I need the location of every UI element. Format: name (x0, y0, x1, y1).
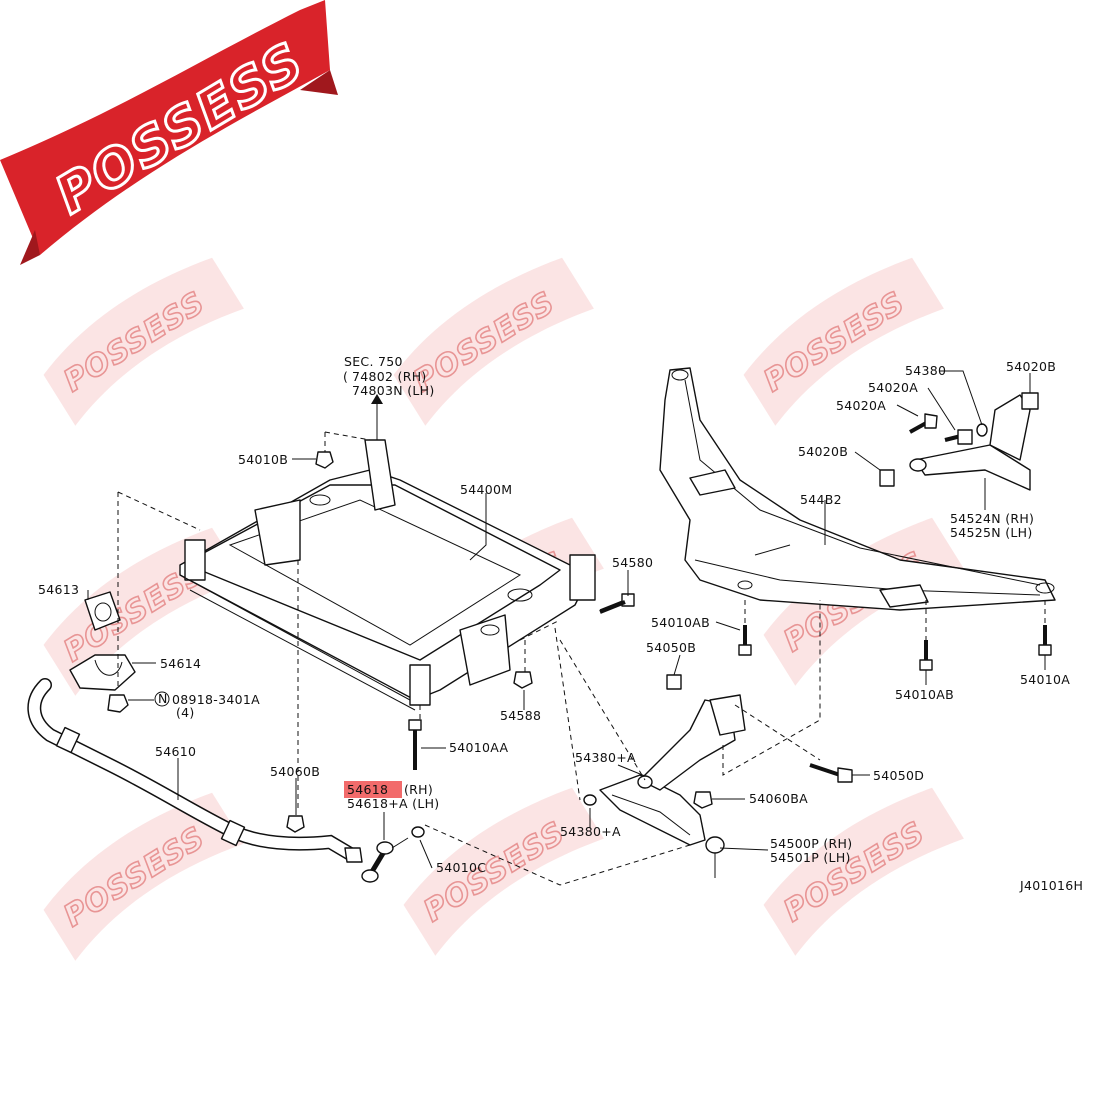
lower-control-arm-54500P (583, 774, 725, 878)
label-54380A-bottom: 54380+A (560, 824, 621, 839)
label-54010AB-top: 54010AB (651, 615, 710, 630)
bracket-glyph: ( (343, 369, 348, 384)
label-08918-qty: (4) (176, 705, 195, 720)
label-54020A-2: 54020A (836, 398, 886, 413)
label-54613: 54613 (38, 582, 79, 597)
label-54020A-1: 54020A (868, 380, 918, 395)
drawing-code: J401016H (1019, 878, 1083, 893)
stabilizer-bar-54610 (27, 678, 359, 862)
label-54610: 54610 (155, 744, 196, 759)
compression-rod-54380A (637, 694, 746, 791)
label-54614: 54614 (160, 656, 201, 671)
stabilizer-link-54618 (344, 837, 409, 883)
label-54618A: 54618+A (LH) (347, 796, 439, 811)
leader-lines (87, 370, 1046, 869)
bracket-54614 (69, 654, 136, 691)
label-54588: 54588 (500, 708, 541, 723)
label-54010C: 54010C (436, 860, 486, 875)
label-54010B: 54010B (238, 452, 288, 467)
label-54060BA: 54060BA (749, 791, 808, 806)
label-544B2: 544B2 (800, 492, 842, 507)
assembly-dashed-lines (117, 431, 1046, 886)
label-54380: 54380 (905, 363, 946, 378)
label-54524N: 54524N (RH) (950, 511, 1034, 526)
bushing-54613 (84, 591, 121, 631)
label-54400M: 54400M (460, 482, 512, 497)
crossmember-544B2 (659, 367, 1056, 611)
label-sec750-rh: 74802 (RH) (352, 369, 427, 384)
label-54020B-left: 54020B (798, 444, 848, 459)
label-54525N: 54525N (LH) (950, 525, 1033, 540)
label-54500P: 54500P (RH) (770, 836, 852, 851)
nut-08918 (107, 694, 129, 713)
label-54020B-right: 54020B (1006, 359, 1056, 374)
label-54050B: 54050B (646, 640, 696, 655)
label-54618-suffix: (RH) (404, 782, 433, 797)
label-54010AA: 54010AA (449, 740, 508, 755)
label-54010AB-bottom: 54010AB (895, 687, 954, 702)
label-54580: 54580 (612, 555, 653, 570)
part-labels: SEC. 750 74802 (RH) 74803N (LH) ( 54010B… (38, 354, 1083, 893)
brand-banner: POSSESS (0, 0, 338, 265)
label-08918: 08918-3401A (172, 692, 260, 707)
label-54060B: 54060B (270, 764, 320, 779)
highlight-box-54618 (344, 781, 402, 798)
n-circle-icon (154, 691, 170, 707)
label-54380A-top: 54380+A (575, 750, 636, 765)
label-54618: 54618 (347, 782, 388, 797)
sec750-arrow (371, 394, 383, 440)
label-54050D: 54050D (873, 768, 924, 783)
upper-control-arm-54524N (909, 392, 1039, 491)
label-08918-n: N (158, 691, 168, 706)
label-sec750: SEC. 750 (344, 354, 403, 369)
fasteners (286, 413, 1052, 838)
label-54010A: 54010A (1020, 672, 1070, 687)
label-sec750-lh: 74803N (LH) (352, 383, 435, 398)
front-crossmember-54400M (179, 439, 596, 711)
label-54501P: 54501P (LH) (770, 850, 851, 865)
